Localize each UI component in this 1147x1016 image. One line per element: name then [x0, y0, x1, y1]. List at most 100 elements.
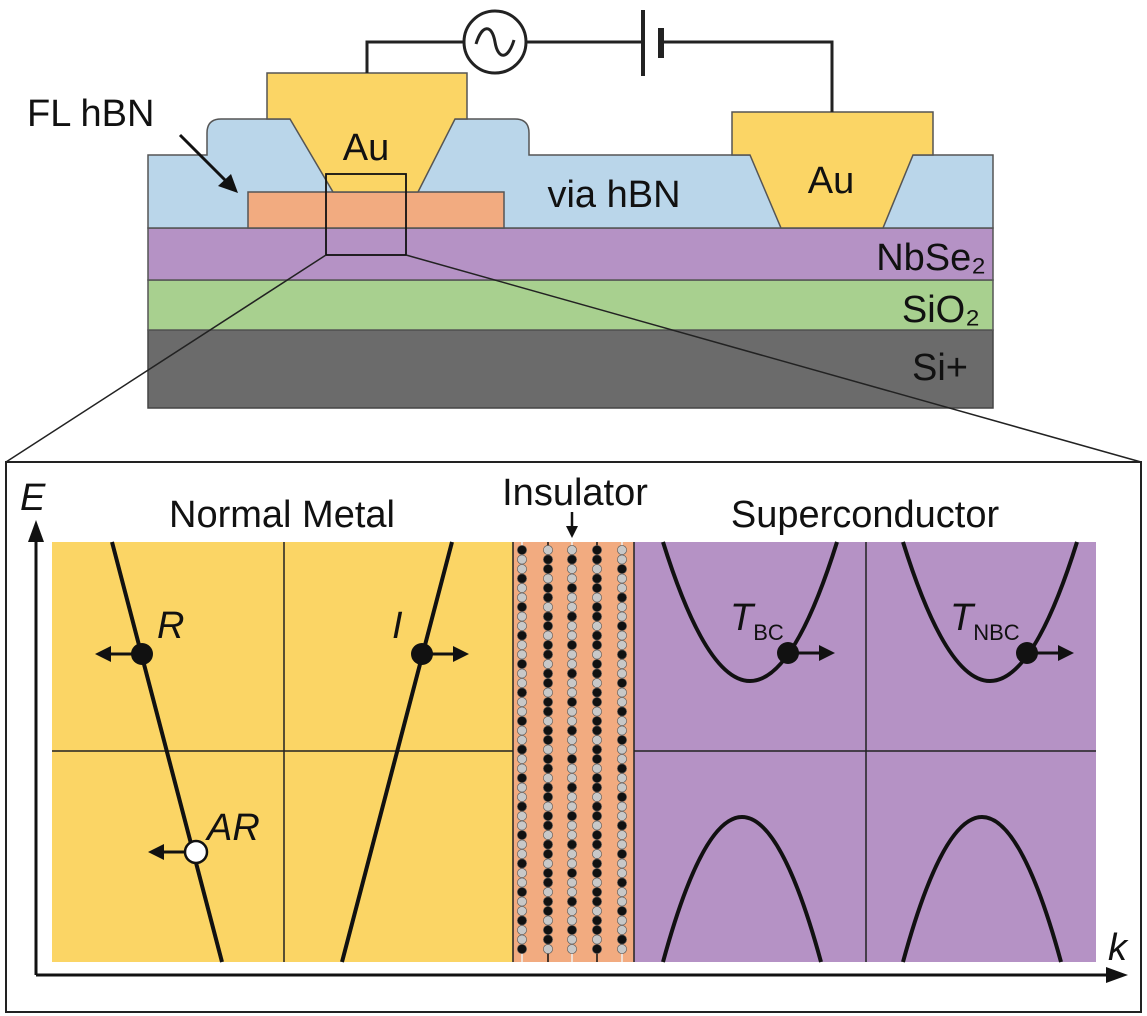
energy-axis-label: E [20, 477, 46, 519]
atom [567, 706, 577, 717]
atom [543, 830, 553, 840]
atom [592, 573, 602, 584]
metal-band-right [340, 541, 454, 963]
atom [543, 763, 553, 774]
atom [567, 830, 577, 840]
atom [617, 868, 627, 878]
atom [517, 820, 527, 831]
atom [592, 763, 602, 774]
atom [617, 640, 627, 650]
atom [517, 763, 527, 774]
au-left-label: Au [343, 127, 389, 169]
atom [543, 583, 553, 593]
atom [592, 554, 602, 565]
atom [592, 611, 602, 622]
atom [592, 545, 602, 555]
tbc-marker [777, 642, 835, 664]
atom [567, 640, 577, 650]
circuit-wire [365, 40, 464, 73]
atom [543, 687, 553, 698]
atom [617, 744, 627, 755]
atom [567, 906, 577, 916]
atom [617, 678, 627, 688]
atom [517, 611, 527, 622]
atom [567, 896, 577, 907]
atom [517, 640, 527, 650]
atom [567, 877, 577, 888]
atom [592, 754, 602, 764]
momentum-axis-label: k [1108, 927, 1129, 969]
atom [543, 668, 553, 679]
atom [543, 868, 553, 878]
metal-band-left [110, 541, 224, 963]
atom [517, 554, 527, 565]
atom [567, 583, 577, 593]
atom [543, 896, 553, 907]
atom [517, 602, 527, 612]
atom [617, 915, 627, 926]
atom [592, 602, 602, 612]
atom [567, 630, 577, 641]
atom [617, 906, 627, 916]
atom [567, 915, 577, 926]
fl-hbn-arrow [178, 133, 230, 185]
atom [617, 630, 627, 641]
atom [567, 858, 577, 869]
atom [592, 830, 602, 840]
atom [517, 782, 527, 793]
andreev-reflection-label: AR [205, 807, 260, 849]
atom [592, 915, 602, 926]
atom [567, 659, 577, 669]
atom [592, 896, 602, 907]
atom [543, 725, 553, 736]
atom [517, 725, 527, 736]
atom [543, 697, 553, 707]
atom [543, 782, 553, 793]
atom [517, 754, 527, 764]
atom [567, 554, 577, 565]
atom [543, 773, 553, 783]
atom [517, 877, 527, 888]
atom [517, 744, 527, 755]
atom [592, 877, 602, 888]
incident-label: I [392, 605, 403, 647]
atom [517, 896, 527, 907]
atom [617, 849, 627, 859]
atom [592, 564, 602, 574]
atom [567, 668, 577, 679]
atom [567, 773, 577, 783]
atom [617, 649, 627, 660]
battery-icon [641, 10, 664, 76]
atom [617, 735, 627, 745]
andreev-reflection-marker [148, 839, 209, 865]
atom [543, 934, 553, 945]
atom [517, 592, 527, 603]
atom [617, 706, 627, 717]
atom [543, 735, 553, 745]
atom [617, 782, 627, 793]
atom [617, 830, 627, 840]
normal-metal-title: Normal Metal [169, 494, 395, 536]
atom [567, 868, 577, 878]
superconductor-region [634, 542, 1096, 962]
atom [617, 792, 627, 802]
atom [517, 668, 527, 679]
au-contact-left [266, 72, 468, 193]
atom [517, 735, 527, 745]
atom [543, 611, 553, 622]
atom [517, 687, 527, 698]
atom [592, 630, 602, 641]
atom [567, 944, 577, 954]
insulator-arrowhead [566, 526, 578, 538]
atom [567, 763, 577, 774]
atom [617, 611, 627, 622]
normal-metal-region [52, 542, 513, 962]
atom [517, 858, 527, 869]
nbse2-layer [147, 227, 994, 281]
atom [567, 687, 577, 698]
atom [543, 659, 553, 669]
atom [567, 782, 577, 793]
atom [567, 649, 577, 660]
atom [543, 944, 553, 954]
atom [617, 687, 627, 698]
